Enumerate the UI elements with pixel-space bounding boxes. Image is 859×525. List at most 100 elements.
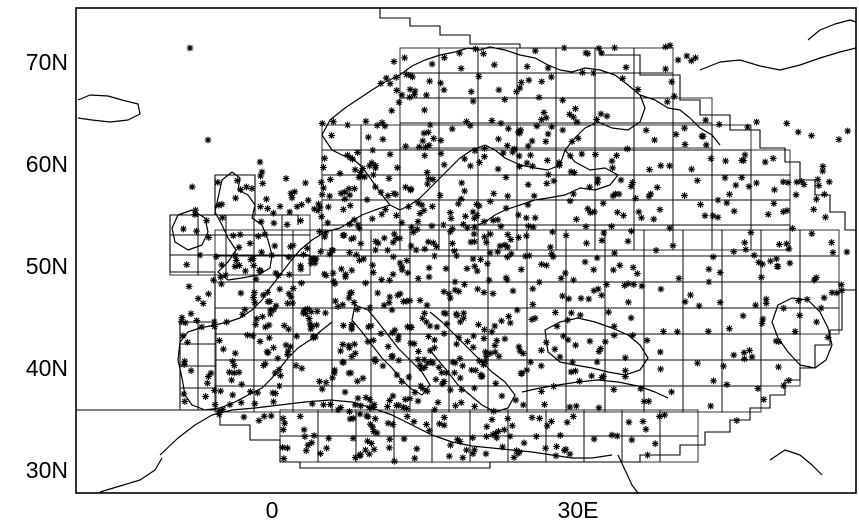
station-marker	[470, 332, 477, 340]
station-marker	[480, 50, 487, 58]
station-marker	[395, 98, 403, 106]
station-marker	[482, 352, 490, 360]
station-marker	[694, 359, 701, 367]
station-marker	[531, 214, 539, 222]
station-marker	[572, 341, 579, 349]
station-marker	[794, 128, 802, 136]
station-marker	[590, 208, 598, 216]
station-marker	[368, 215, 376, 223]
station-marker	[574, 134, 582, 142]
station-marker	[370, 171, 377, 179]
grid-box	[672, 149, 713, 176]
station-marker	[619, 74, 626, 82]
station-marker	[739, 312, 747, 320]
grid-box	[583, 409, 623, 437]
station-marker	[460, 314, 467, 322]
station-marker	[390, 253, 397, 261]
station-marker	[543, 180, 551, 187]
station-marker	[305, 315, 313, 322]
station-marker	[528, 316, 536, 323]
station-marker	[542, 138, 550, 145]
station-marker	[413, 445, 421, 453]
station-marker	[442, 310, 450, 317]
station-marker	[489, 290, 497, 297]
station-marker	[515, 343, 523, 351]
station-marker	[458, 179, 466, 187]
station-marker	[817, 304, 825, 312]
station-marker	[222, 271, 229, 279]
station-marker	[785, 245, 793, 253]
station-marker	[513, 447, 520, 455]
station-marker	[293, 203, 301, 211]
station-marker	[761, 158, 769, 166]
station-marker	[688, 165, 695, 173]
grid-box	[799, 281, 840, 309]
station-marker	[473, 267, 481, 275]
station-marker	[590, 69, 597, 77]
station-marker	[280, 322, 288, 329]
station-marker	[329, 269, 337, 277]
station-marker	[824, 334, 832, 341]
station-marker	[480, 218, 488, 225]
station-marker	[687, 57, 695, 65]
station-marker	[819, 163, 827, 170]
station-marker	[783, 207, 791, 214]
station-marker	[341, 188, 349, 196]
station-marker	[475, 321, 482, 329]
station-marker	[568, 138, 576, 145]
station-marker	[264, 205, 271, 212]
station-marker	[392, 235, 400, 242]
station-marker	[483, 423, 491, 431]
station-marker	[419, 137, 427, 145]
station-marker	[542, 114, 550, 122]
station-marker	[354, 149, 361, 156]
station-marker	[393, 212, 400, 219]
station-marker	[566, 197, 574, 205]
station-marker	[351, 166, 359, 174]
station-marker	[307, 325, 315, 333]
station-marker	[820, 294, 828, 302]
station-marker	[789, 225, 796, 232]
station-marker	[207, 369, 215, 377]
station-marker	[599, 199, 607, 207]
station-marker	[372, 183, 379, 191]
station-marker	[218, 200, 226, 208]
station-marker	[259, 291, 267, 299]
station-marker	[363, 196, 371, 204]
station-marker	[598, 374, 606, 381]
station-marker	[456, 318, 464, 326]
station-marker	[318, 120, 326, 127]
station-marker	[569, 358, 576, 366]
station-marker	[388, 107, 396, 115]
station-marker	[609, 164, 616, 172]
station-marker	[656, 206, 664, 213]
station-marker	[371, 355, 379, 363]
station-marker	[310, 205, 318, 213]
grid-box	[431, 409, 471, 437]
station-marker	[633, 270, 641, 277]
station-marker	[284, 347, 292, 355]
station-marker	[567, 168, 575, 176]
station-marker	[497, 222, 505, 230]
station-marker	[492, 380, 500, 387]
grid-box	[672, 199, 713, 226]
station-marker	[359, 165, 367, 172]
station-marker	[247, 388, 254, 396]
station-marker	[414, 275, 422, 282]
grid-box	[448, 385, 489, 413]
station-marker	[348, 353, 356, 360]
station-marker	[241, 306, 249, 313]
station-marker	[246, 240, 254, 247]
station-marker	[669, 242, 677, 250]
station-marker	[308, 400, 316, 408]
station-marker	[615, 190, 623, 198]
station-marker	[284, 300, 291, 307]
station-marker	[448, 225, 456, 233]
station-marker	[349, 435, 357, 442]
station-marker	[605, 308, 612, 316]
station-marker	[566, 450, 574, 458]
station-marker	[285, 290, 293, 298]
station-marker	[484, 260, 491, 268]
grid-box	[711, 224, 752, 251]
station-marker	[274, 354, 282, 362]
